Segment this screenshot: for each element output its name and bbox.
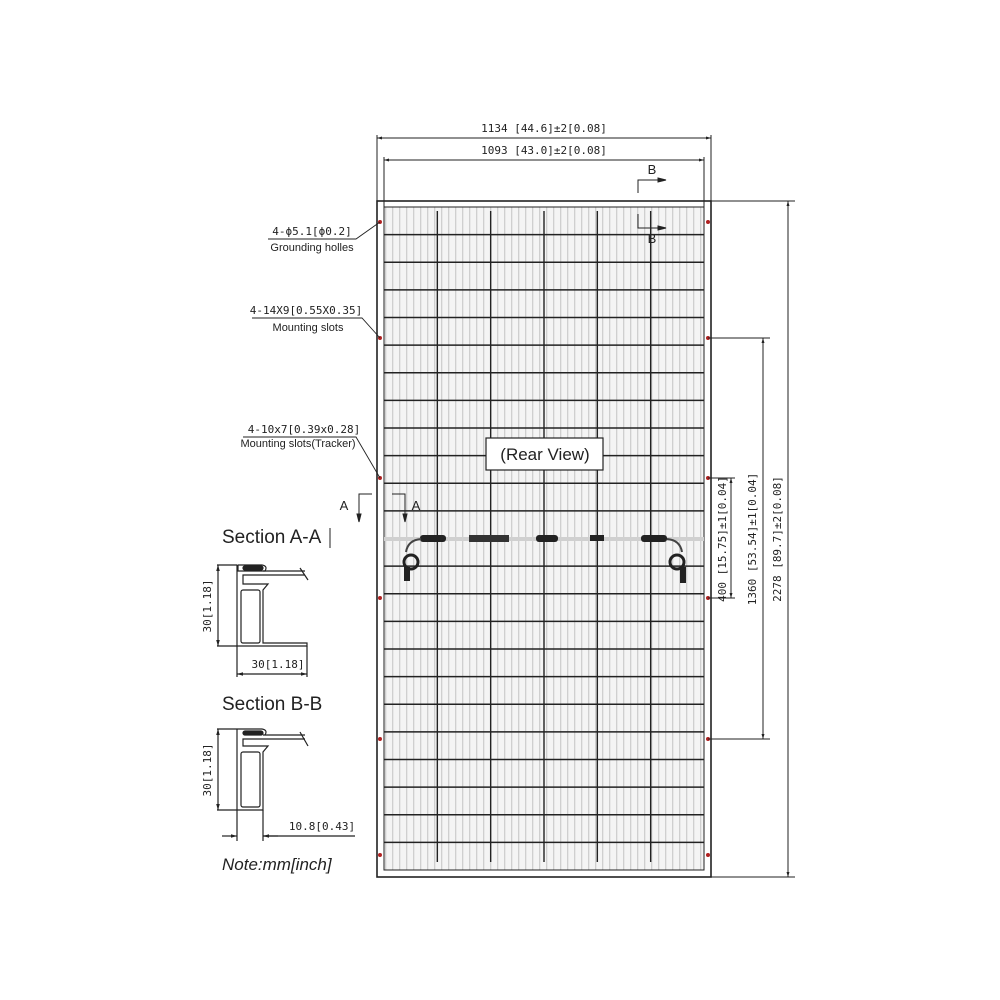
- units-note: Note:mm[inch]: [222, 855, 333, 874]
- section-b-height-dim: 30[1.18]: [201, 744, 214, 797]
- grounding-spec: 4-ϕ5.1[ϕ0.2]: [272, 225, 351, 238]
- section-b-profile: [216, 728, 355, 841]
- overall-width-dim: 1134 [44.6]±2[0.08]: [481, 122, 607, 135]
- section-b-width-dim: 10.8[0.43]: [289, 820, 355, 833]
- grounding-label: Grounding holles: [270, 242, 354, 254]
- section-b-marker: [637, 177, 667, 231]
- mounting-spacing-dim: 1360 [53.54]±1[0.04]: [746, 473, 759, 605]
- section-b-label-bottom: B: [648, 231, 657, 246]
- section-a-marker: [356, 493, 408, 523]
- section-a-profile: [216, 564, 309, 677]
- tracker-label: Mounting slots(Tracker): [240, 438, 355, 450]
- tracker-spec: 4-10x7[0.39x0.28]: [248, 423, 361, 436]
- length-dimensions: [708, 200, 795, 878]
- section-b-label-top: B: [648, 162, 657, 177]
- width-dimensions: [376, 135, 712, 207]
- section-a-label-left: A: [340, 498, 349, 513]
- section-a-title: Section A-A: [222, 527, 322, 548]
- mounting-label: Mounting slots: [273, 322, 344, 334]
- section-b-title: Section B-B: [222, 694, 322, 715]
- section-a-height-dim: 30[1.18]: [201, 580, 214, 633]
- overall-length-dim: 2278 [89.7]±2[0.08]: [771, 476, 784, 602]
- tracker-spacing-dim: 400 [15.75]±1[0.04]: [716, 476, 729, 602]
- rear-view-label: (Rear View): [485, 437, 604, 471]
- section-a-label-right: A: [412, 498, 421, 513]
- mounting-spec: 4-14X9[0.55X0.35]: [250, 304, 363, 317]
- svg-text:(Rear View): (Rear View): [500, 445, 589, 464]
- glass-width-dim: 1093 [43.0]±2[0.08]: [481, 144, 607, 157]
- callout-leaders: [243, 221, 381, 479]
- junction-boxes: [384, 535, 704, 583]
- section-a-width-dim: 30[1.18]: [252, 658, 305, 671]
